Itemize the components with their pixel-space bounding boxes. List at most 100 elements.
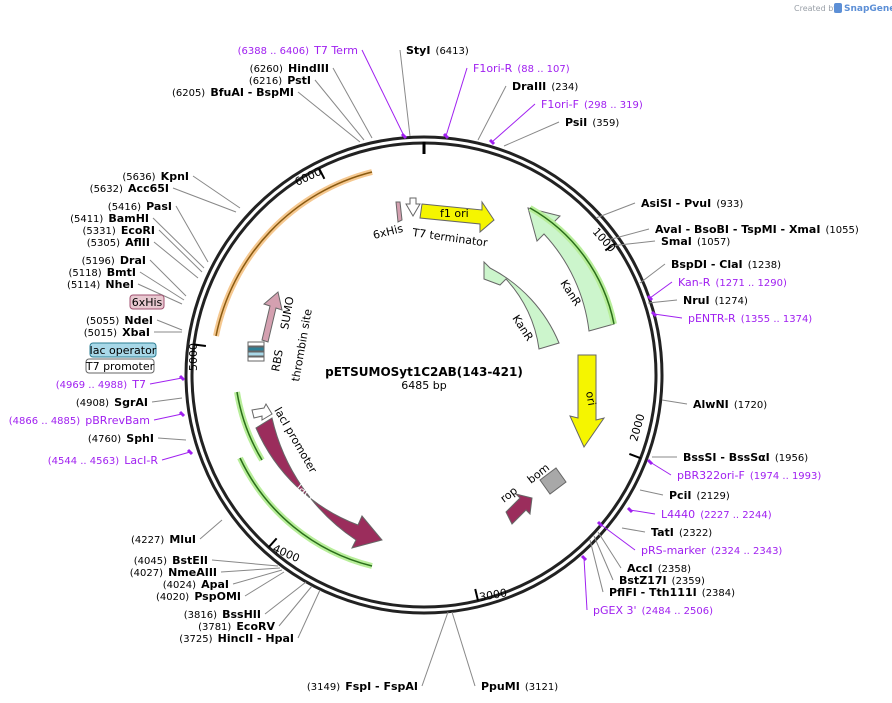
leader-t7-term (361, 49, 405, 137)
leader-pbr322ori-f (649, 461, 672, 476)
label-apai[interactable]: (4024) ApaI (163, 573, 229, 592)
label-draiii[interactable]: DraIII (234) (512, 75, 578, 94)
feature-6xhis-label: 6xHis (372, 222, 405, 242)
feature-box-3[interactable] (247, 351, 265, 357)
leader-pasi (175, 205, 209, 263)
label-name-sgrai: SgrAI (114, 396, 148, 409)
label-bamhi[interactable]: (5411) BamHI (70, 207, 149, 226)
tag-lac-operator-box[interactable] (89, 342, 157, 358)
label-alwni[interactable]: AlwNI (1720) (693, 393, 767, 412)
label-styi[interactable]: StyI (6413) (406, 39, 469, 58)
label-aflii[interactable]: (5305) AflII (87, 231, 150, 250)
label-ecorv[interactable]: (3781) EcoRV (198, 615, 275, 634)
label-t7-term[interactable]: (6388 .. 6406) T7 Term (238, 39, 358, 58)
label-smai[interactable]: SmaI (1057) (661, 230, 730, 249)
label-pos-ppumi: (3121) (525, 682, 558, 693)
feature-f1-ori[interactable] (419, 200, 495, 234)
label-text-ndei: (5055) NdeI (86, 309, 153, 328)
plasmid-name: pETSUMOSyt1C2AB(143-421) (325, 365, 523, 379)
label-l4440[interactable]: L4440 (2227 .. 2244) (661, 503, 772, 522)
label-fspi[interactable]: (3149) FspI - FspAI (307, 675, 418, 694)
feature-ori[interactable] (569, 354, 606, 449)
label-pasi[interactable]: (5416) PasI (108, 195, 172, 214)
label-pflfi[interactable]: PflFI - Tth111I (2384) (609, 581, 735, 600)
label-bsteii[interactable]: (4045) BstEII (134, 549, 208, 568)
label-pentr-r[interactable]: pENTR-R (1355 .. 1374) (688, 307, 812, 326)
label-f1ori-r[interactable]: F1ori-R (88 .. 107) (473, 57, 570, 76)
label-pos-aflii: (5305) (87, 238, 120, 249)
label-prs-marker[interactable]: pRS-marker (2324 .. 2343) (641, 539, 782, 558)
feature-t7-terminator-label: T7 terminator (411, 226, 489, 250)
feature-box-2[interactable] (247, 346, 265, 352)
label-bfuai[interactable]: (6205) BfuAI - BspMI (172, 81, 294, 100)
label-kan-r[interactable]: Kan-R (1271 .. 1290) (678, 271, 787, 290)
label-t7[interactable]: (4969 .. 4988) T7 (56, 373, 146, 392)
label-pgex3[interactable]: pGEX 3' (2484 .. 2506) (593, 599, 713, 618)
label-name-bsteii: BstEII (172, 554, 208, 567)
feature-rbs-label: RBS (269, 349, 286, 373)
feature-box-1[interactable] (247, 341, 265, 347)
label-acc65i[interactable]: (5632) Acc65I (90, 177, 169, 196)
label-hincii[interactable]: (3725) HincII - HpaI (179, 627, 294, 646)
leader-ppumi (451, 611, 476, 687)
label-pos-acci: (2358) (658, 564, 691, 575)
feature-box-4[interactable] (247, 356, 265, 362)
label-bstz17i[interactable]: BstZ17I (2359) (619, 569, 705, 588)
label-acci[interactable]: AccI (2358) (627, 557, 691, 576)
primer-mark-kan-r (646, 294, 654, 302)
label-avai[interactable]: AvaI - BsoBI - TspMI - XmaI (1055) (655, 218, 859, 237)
feature-6xhis-arrow[interactable] (395, 201, 403, 223)
leader-f1ori-f (491, 103, 536, 143)
label-pos-smai: (1057) (697, 237, 730, 248)
label-bspdi[interactable]: BspDI - ClaI (1238) (671, 253, 781, 272)
feature-sumo[interactable] (261, 291, 283, 343)
label-pos-sgrai: (4908) (76, 398, 109, 409)
laci-promoter-highlight (234, 391, 265, 462)
tag-6xhis-box[interactable] (129, 294, 165, 310)
label-pcii[interactable]: PciI (2129) (669, 484, 730, 503)
label-bsssi[interactable]: BssSI - BssSαI (1956) (683, 446, 808, 465)
feature-kanr-2[interactable] (483, 260, 560, 350)
label-pos-xbai: (5015) (84, 328, 117, 339)
label-laci-r[interactable]: (4544 .. 4563) LacI-R (48, 449, 159, 468)
label-ppumi[interactable]: PpuMI (3121) (481, 675, 558, 694)
label-nhei[interactable]: (5114) NheI (67, 273, 134, 292)
feature-rop[interactable] (505, 493, 533, 525)
label-bmti[interactable]: (5118) BmtI (68, 261, 136, 280)
tag-t7-promoter-box[interactable] (85, 358, 155, 374)
label-bsshii[interactable]: (3816) BssHII (184, 603, 261, 622)
label-pos-f1ori-r: (88 .. 107) (517, 64, 569, 75)
label-text-t7-term: (6388 .. 6406) T7 Term (238, 39, 358, 58)
label-sphi[interactable]: (4760) SphI (88, 427, 154, 446)
label-sgrai[interactable]: (4908) SgrAI (76, 391, 148, 410)
label-asisi[interactable]: AsiSI - PvuI (933) (641, 192, 743, 211)
label-hindiii[interactable]: (6260) HindIII (250, 57, 329, 76)
label-text-xbai: (5015) XbaI (84, 321, 150, 340)
label-pbrrevbam[interactable]: (4866 .. 4885) pBRrevBam (9, 409, 150, 428)
label-pos-pbr322ori-f: (1974 .. 1993) (750, 471, 822, 482)
label-psii[interactable]: PsiI (359) (565, 111, 619, 130)
label-pspomi[interactable]: (4020) PspOMI (156, 585, 241, 604)
label-kpni[interactable]: (5636) KpnI (122, 165, 189, 184)
feature-laci-promoter[interactable] (251, 402, 273, 421)
label-f1ori-f[interactable]: F1ori-F (298 .. 319) (541, 93, 643, 112)
leader-pspomi (244, 571, 285, 597)
label-ndei[interactable]: (5055) NdeI (86, 309, 153, 328)
label-xbai[interactable]: (5015) XbaI (84, 321, 150, 340)
label-pos-alwni: (1720) (734, 400, 767, 411)
feature-t7-terminator[interactable] (405, 197, 421, 217)
feature-laci[interactable] (255, 417, 383, 549)
label-nmeaiii[interactable]: (4027) NmeAIII (130, 561, 217, 580)
label-name-pbrrevbam: pBRrevBam (85, 414, 150, 427)
label-pbr322ori-f[interactable]: pBR322ori-F (1974 .. 1993) (677, 464, 821, 483)
label-nrui[interactable]: NruI (1274) (683, 289, 748, 308)
label-tati[interactable]: TatI (2322) (651, 521, 712, 540)
label-ecori[interactable]: (5331) EcoRI (82, 219, 155, 238)
label-mlui[interactable]: (4227) MluI (131, 528, 196, 547)
label-pos-bamhi: (5411) (70, 214, 103, 225)
label-psti[interactable]: (6216) PstI (249, 69, 311, 88)
label-name-bstz17i: BstZ17I (619, 574, 667, 587)
feature-bom[interactable] (539, 467, 567, 495)
label-name-psii: PsiI (565, 116, 587, 129)
label-drai[interactable]: (5196) DraI (82, 249, 146, 268)
